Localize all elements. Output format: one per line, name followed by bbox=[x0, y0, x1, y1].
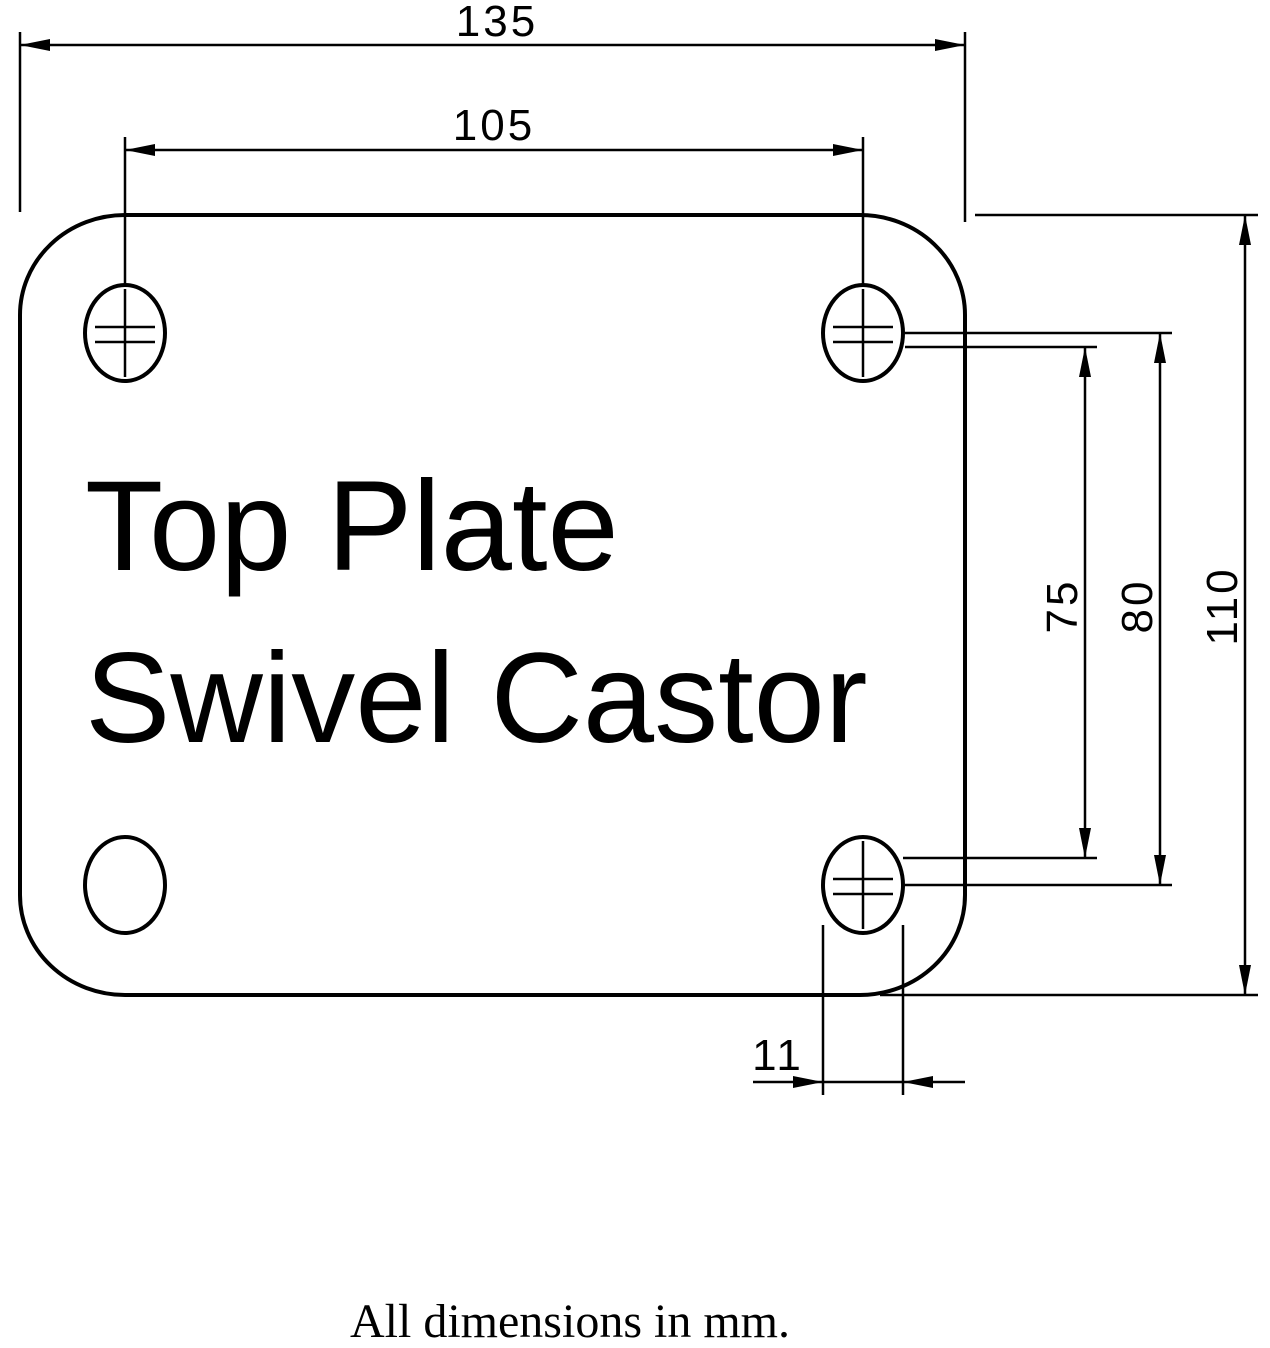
arrowhead-left bbox=[20, 39, 50, 51]
dimension-hole-pitch-vertical-inner: 75 bbox=[903, 345, 1097, 860]
hole-top-right-centerlines bbox=[833, 289, 893, 377]
dimension-hole-pitch-vertical: 80 bbox=[905, 331, 1172, 887]
arrowhead-left bbox=[125, 144, 155, 156]
units-note: All dimensions in mm. bbox=[350, 1295, 790, 1348]
dim-label-plate-height: 110 bbox=[1198, 566, 1247, 645]
hole-top-left-centerlines bbox=[95, 289, 155, 377]
drawing-title-line2: Swivel Castor bbox=[85, 627, 867, 770]
dim-label-slot-width: 11 bbox=[752, 1031, 804, 1080]
dimension-plate-width: 135 bbox=[18, 0, 967, 222]
bolt-hole-bottom-left bbox=[83, 835, 167, 935]
arrowhead-right bbox=[833, 144, 863, 156]
bolt-hole-bottom-right bbox=[821, 835, 905, 935]
arrowhead-top bbox=[1239, 215, 1251, 245]
dim-label-plate-width: 135 bbox=[456, 0, 538, 46]
arrowhead-left bbox=[793, 1076, 823, 1088]
bolt-hole-top-right bbox=[821, 283, 905, 383]
arrowhead-right bbox=[903, 1076, 933, 1088]
dimension-slot-width: 11 bbox=[752, 925, 965, 1095]
dim-label-hole-pitch-vertical-inner: 75 bbox=[1038, 579, 1087, 634]
dim-label-hole-pitch-horizontal: 105 bbox=[453, 101, 535, 150]
arrowhead-bottom bbox=[1154, 855, 1166, 885]
arrowhead-bottom bbox=[1079, 828, 1091, 858]
dimension-plate-height: 110 bbox=[880, 213, 1258, 997]
drawing-title-line1: Top Plate bbox=[85, 455, 619, 598]
arrowhead-bottom bbox=[1239, 965, 1251, 995]
arrowhead-top bbox=[1154, 333, 1166, 363]
bolt-hole-top-left bbox=[83, 283, 167, 383]
plate-outline bbox=[18, 213, 967, 997]
hole-bottom-right-centerlines bbox=[833, 841, 893, 929]
arrowhead-top bbox=[1079, 347, 1091, 377]
dim-label-hole-pitch-vertical: 80 bbox=[1113, 579, 1162, 634]
arrowhead-right bbox=[935, 39, 965, 51]
dimension-hole-pitch-horizontal: 105 bbox=[123, 101, 865, 284]
